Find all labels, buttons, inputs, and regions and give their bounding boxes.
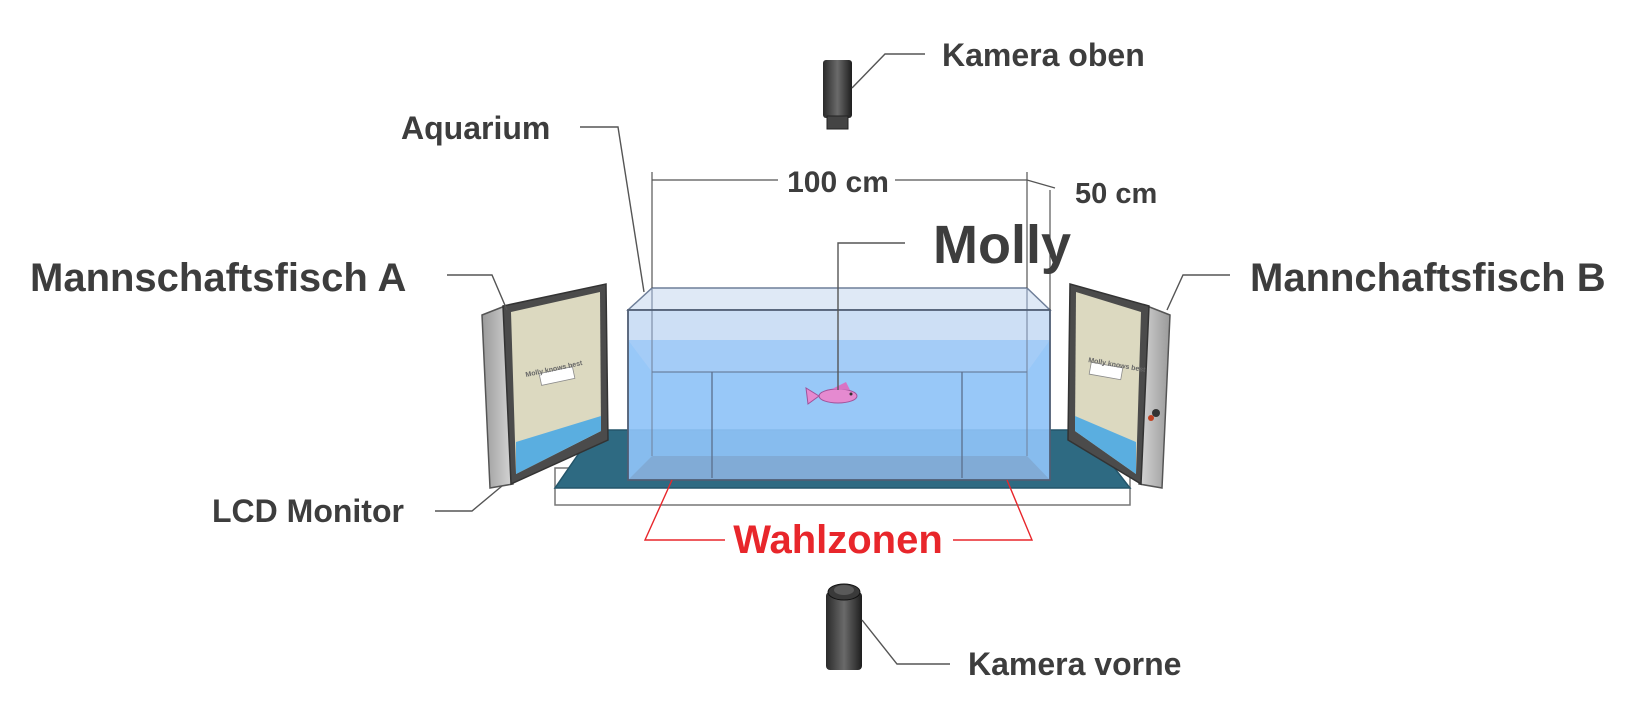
molly-fish-icon	[805, 382, 858, 405]
lcd-monitor-leader	[435, 485, 503, 512]
team-fish-a-label: Mannschaftsfisch A	[30, 256, 406, 300]
width-dimension-label: 100 cm	[787, 166, 889, 199]
camera-top-leader	[851, 53, 925, 89]
molly-leader	[837, 242, 905, 390]
camera-top-label: Kamera oben	[942, 37, 1145, 73]
lcd-monitor-label: LCD Monitor	[212, 493, 404, 529]
team-fish-b-leader	[1166, 274, 1230, 311]
dimension-width: 100 cm	[651, 166, 1028, 288]
lcd-monitor-left: Molly knows best	[481, 283, 609, 489]
molly-label: Molly	[933, 215, 1071, 275]
team-fish-b-icon	[1152, 409, 1160, 417]
lcd-monitor-right: Molly knows best	[1067, 283, 1171, 489]
team-fish-b-label: Mannchaftsfisch B	[1250, 256, 1606, 300]
aquarium	[626, 287, 1052, 481]
dimension-depth: 50 cm	[1026, 178, 1157, 310]
choice-zones-bracket	[643, 479, 1034, 541]
choice-zones-label: Wahlzonen	[733, 518, 943, 562]
aquarium-leader	[580, 126, 645, 293]
aquarium-label: Aquarium	[401, 110, 550, 146]
team-fish-b-icon-accent	[1148, 415, 1154, 421]
camera-front-leader	[861, 619, 950, 665]
camera-top-icon	[823, 60, 852, 130]
team-fish-a-leader	[447, 274, 508, 311]
camera-front-icon	[826, 583, 862, 670]
depth-dimension-label: 50 cm	[1075, 178, 1157, 210]
camera-front-label: Kamera vorne	[968, 646, 1181, 682]
